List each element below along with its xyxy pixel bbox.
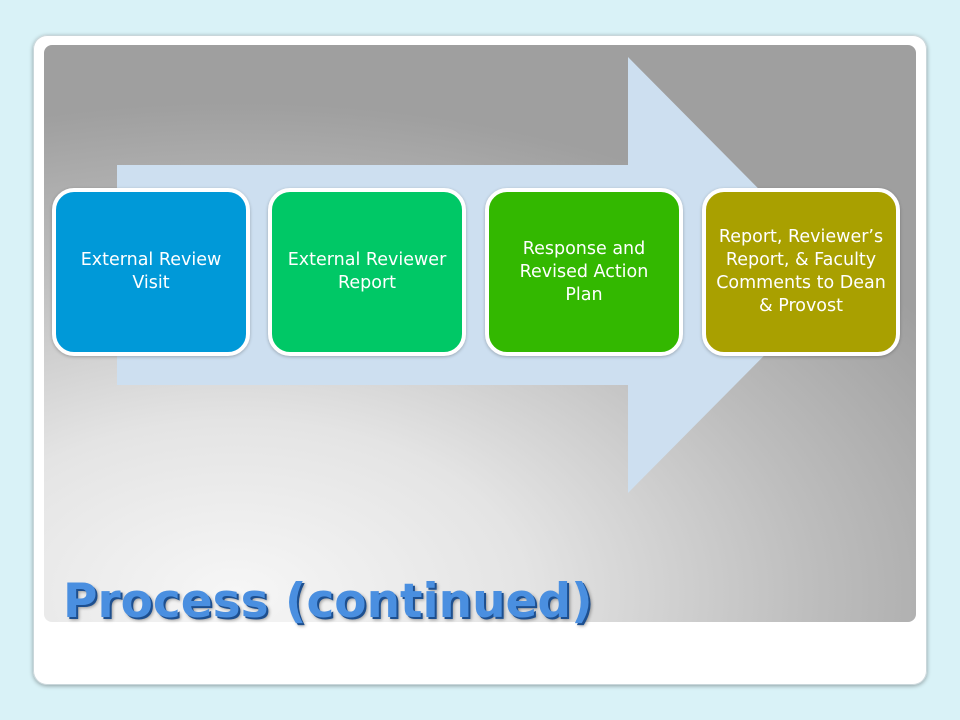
- step-external-review-visit: External Review Visit: [52, 188, 250, 356]
- step-label: External Review Visit: [80, 250, 222, 293]
- process-arrow: [117, 57, 844, 493]
- page-title: Process (continued): [63, 574, 593, 629]
- step-response-revised-action-plan: Response and Revised Action Plan: [485, 188, 683, 356]
- step-label: External Reviewer Report: [287, 250, 447, 293]
- step-label: Response and Revised Action Plan: [519, 238, 649, 305]
- process-arrow-shape: [117, 57, 844, 493]
- step-external-reviewer-report: External Reviewer Report: [268, 188, 466, 356]
- content-panel: External Review Visit External Reviewer …: [44, 45, 916, 622]
- step-label: Report, Reviewer’s Report, & Faculty Com…: [716, 227, 886, 316]
- step-report-to-dean-provost: Report, Reviewer’s Report, & Faculty Com…: [702, 188, 900, 356]
